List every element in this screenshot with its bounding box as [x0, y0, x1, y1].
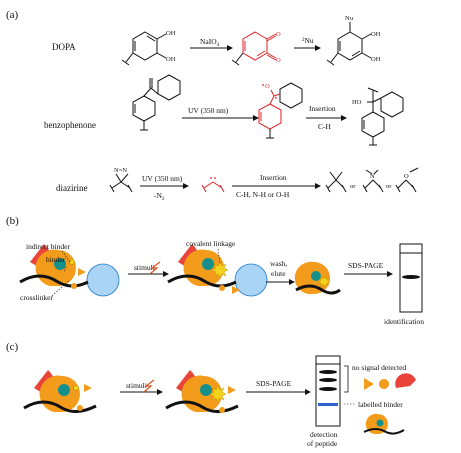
dopa-product-oh1: OH	[371, 31, 381, 38]
covalent-linkage-label: covalent linkage	[186, 239, 236, 248]
panel-c-label: (c)	[6, 341, 19, 353]
free-red-piece	[395, 373, 416, 388]
benzophenone-step1: UV (350 nm)	[188, 106, 229, 115]
panel-b-label: (b)	[6, 215, 19, 227]
product-o-atom: O	[404, 173, 409, 180]
benzophenone-structure	[132, 74, 181, 131]
free-circle	[379, 379, 389, 389]
benzophenone-product-structure: HO	[352, 87, 404, 146]
complex-c2	[165, 370, 239, 413]
dopa-step2: 2Nu	[302, 36, 314, 45]
no-signal-label: no signal detected	[352, 363, 406, 372]
free-triangle	[364, 378, 374, 390]
benzophenone-label: benzophenone	[44, 120, 96, 130]
lightning-icon	[149, 261, 161, 275]
product-ho: HO	[352, 99, 362, 106]
crosslinker-label: crosslinker	[20, 293, 53, 302]
dopa-step1: NaIO4	[200, 37, 220, 48]
dopa-product-structure: Nu OH OH	[326, 15, 381, 66]
sds-label-c: SDS-PAGE	[256, 379, 292, 388]
diazirine-step2-line1: Insertion	[260, 173, 287, 182]
dopa-product-oh2: OH	[371, 56, 381, 63]
diazirine-structure: N=N	[109, 167, 133, 193]
quinone-structure: O O	[231, 31, 281, 66]
benzophenone-step2-line1: Insertion	[309, 104, 336, 113]
peptide-chain	[19, 274, 89, 288]
carbene-structure	[201, 177, 225, 193]
complex-b1	[19, 244, 120, 297]
dopa-structure: OH OH	[121, 30, 176, 66]
crosslink-star	[211, 261, 229, 279]
labelled-binder-label: labelled binder	[358, 400, 403, 409]
product-or-2: or	[386, 183, 392, 190]
elute-label: elute	[271, 269, 286, 278]
labelled-binder-graphic	[363, 413, 405, 435]
detection-label-2: of peptide	[307, 439, 338, 448]
diazirine-step2-line2: C-H, N-H or O-H	[236, 190, 290, 199]
dopa-product-nu: Nu	[345, 15, 354, 22]
labelled-band	[318, 403, 338, 406]
benzophenone-radical-structure: O	[258, 82, 303, 139]
detection-label-1: detection	[310, 430, 338, 439]
product-n-atom: N	[370, 173, 375, 180]
diazirine-step1-line2: -N2	[154, 191, 165, 202]
diazirine-products: or N or O	[325, 167, 419, 193]
benzophenone-step2-line2: C-H	[318, 122, 332, 131]
radical-o: O	[265, 83, 270, 90]
indirect-binder-label: indirect binder	[26, 242, 70, 251]
diazirine-label: diazirine	[56, 183, 87, 193]
stimuli-label-c: stimuli	[126, 381, 147, 390]
eluted-binder	[294, 261, 341, 295]
quinone-o2: O	[276, 57, 281, 64]
gel-band-b	[402, 275, 420, 279]
quinone-o1: O	[276, 31, 281, 38]
target-protein-circle	[86, 263, 120, 297]
product-or-1: or	[350, 183, 356, 190]
diazirine-step1-line1: UV (350 nm)	[142, 174, 183, 183]
complex-c1	[23, 370, 97, 413]
lightning-icon-c	[143, 379, 155, 393]
complex-b2	[167, 244, 268, 297]
sds-label-b: SDS-PAGE	[348, 261, 384, 270]
stimuli-label-b: stimuli	[134, 263, 155, 272]
diazirine-nn: N=N	[114, 167, 127, 174]
dopa-oh2: OH	[166, 56, 176, 63]
panel-a-label: (a)	[6, 9, 19, 21]
binder-label: binder	[46, 255, 66, 264]
dopa-oh1: OH	[166, 30, 176, 37]
wash-label: wash,	[270, 259, 287, 268]
dopa-label: DOPA	[52, 42, 76, 52]
identification-label: identification	[384, 317, 424, 326]
